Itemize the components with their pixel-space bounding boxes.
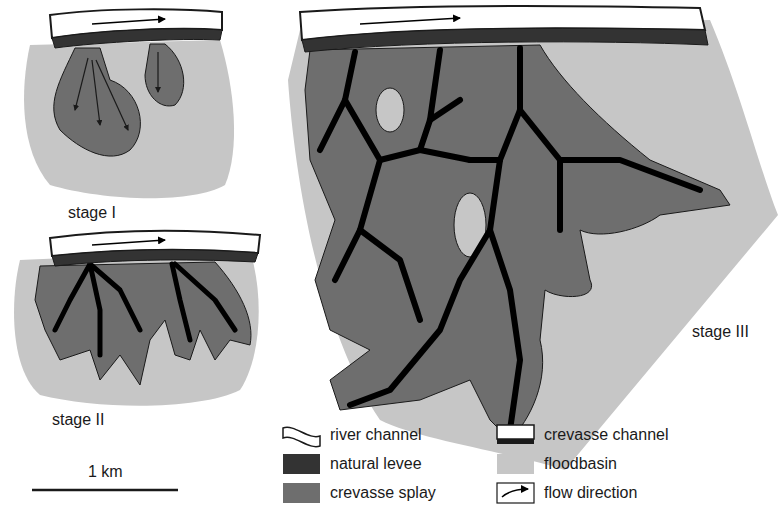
legend-swatch [283,454,320,474]
legend-swatch [283,483,320,503]
scale-bar [32,489,178,492]
legend-label: river channel [330,425,422,445]
scale-label: 1 km [88,462,123,482]
legend-swatch [497,454,534,474]
legend-label: crevasse channel [544,425,669,445]
stage-label: stage III [692,322,749,342]
stage-two [14,231,260,406]
legend-label: floodbasin [544,454,617,474]
stage-label: stage I [68,203,116,223]
legend-label: crevasse splay [330,483,436,503]
legend-samples [283,425,534,503]
stage-three [288,6,778,470]
stage-label: stage II [52,410,104,430]
legend-label: flow direction [544,483,637,503]
stage-one [24,9,234,198]
legend-label: natural levee [330,454,422,474]
